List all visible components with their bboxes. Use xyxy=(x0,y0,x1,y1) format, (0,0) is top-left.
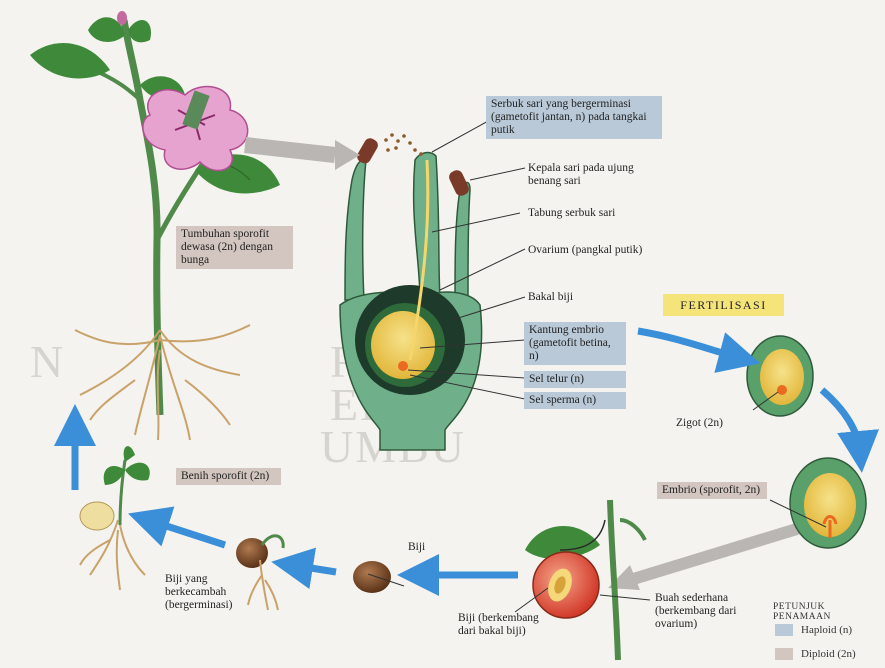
legend-diploid-label: Diploid (2n) xyxy=(801,648,856,660)
legend-title: PETUNJUK PENAMAAN xyxy=(773,602,885,622)
legend-haploid: Haploid (n) xyxy=(775,624,852,636)
seed-illustration xyxy=(353,561,391,593)
label-anther: Kepala sari pada ujung benang sari xyxy=(528,162,648,188)
seedling-illustration xyxy=(80,446,150,590)
zygote-illustration xyxy=(747,336,813,416)
label-germinating-seed: Biji yang berkecambah (bergerminasi) xyxy=(165,573,260,612)
label-embryo: Embrio (sporofit, 2n) xyxy=(657,482,767,499)
fertilization-banner: FERTILISASI xyxy=(663,294,784,316)
label-germinated-pollen: Serbuk sari yang bergerminasi (gametofit… xyxy=(486,96,662,139)
label-egg-cell: Sel telur (n) xyxy=(524,371,626,388)
flower-cross-section xyxy=(340,133,482,450)
legend-diploid-swatch xyxy=(775,648,793,660)
label-seed-from-ovule: Biji (berkembang dari bakal biji) xyxy=(458,612,558,638)
legend-haploid-swatch xyxy=(775,624,793,636)
legend-haploid-label: Haploid (n) xyxy=(801,624,852,636)
label-sperm-cell: Sel sperma (n) xyxy=(524,392,626,409)
label-seed: Biji xyxy=(408,541,458,554)
label-pollen-tube: Tabung serbuk sari xyxy=(528,207,648,220)
legend-diploid: Diploid (2n) xyxy=(775,648,856,660)
label-mature-sporophyte: Tumbuhan sporofit dewasa (2n) dengan bun… xyxy=(176,226,293,269)
embryo-illustration xyxy=(790,458,866,548)
label-sporophyte-seedling: Benih sporofit (2n) xyxy=(176,468,281,485)
label-ovule: Bakal biji xyxy=(528,291,648,304)
label-zygote: Zigot (2n) xyxy=(676,417,756,430)
gray-arrow-flower xyxy=(245,145,335,155)
label-embryo-sac: Kantung embrio (gametofit betina, n) xyxy=(524,322,626,365)
gray-arrow-fruit xyxy=(630,528,800,580)
label-simple-fruit: Buah sederhana (berkembang dari ovarium) xyxy=(655,592,750,631)
label-ovary: Ovarium (pangkal putik) xyxy=(528,244,648,257)
